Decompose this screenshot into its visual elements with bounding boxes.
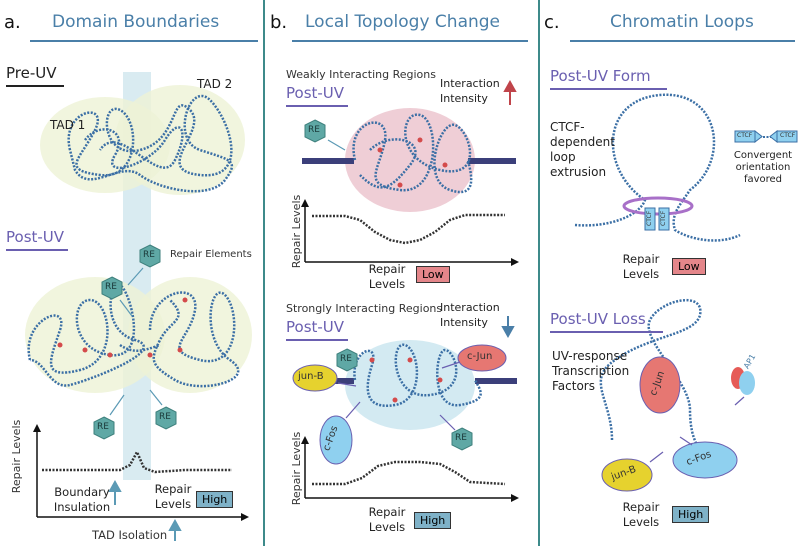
low-badge-c: Low — [672, 258, 706, 275]
cfos-label-b: c-Fos — [321, 424, 341, 453]
weak-chromatin — [352, 113, 473, 194]
strong-regions-label: Strongly Interacting Regions — [286, 302, 443, 315]
repair-curve-b2 — [312, 460, 506, 486]
tad2-halo — [115, 85, 245, 195]
post-uv-underline-a — [6, 249, 68, 251]
dna-bar-left-1 — [302, 158, 354, 164]
repair-curve-a — [42, 449, 232, 474]
ctcf-arrow-label-2: CTCF — [780, 132, 796, 139]
panel-a-title-underline — [30, 40, 258, 42]
damage-marks-b2 — [369, 357, 443, 403]
post-uv-label-a: Post-UV — [6, 228, 65, 246]
post-uv-form-underline — [550, 88, 667, 90]
post-uv-loss-underline — [550, 331, 663, 333]
pre-uv-underline — [6, 85, 64, 87]
ctcf-text: CTCF-dependent loop extrusion — [550, 120, 615, 179]
strong-halo — [345, 340, 475, 430]
post-uv-underline-b2 — [286, 339, 348, 341]
y-axis-label-b1: Repair Levels — [290, 194, 304, 269]
repair-curve-b1 — [312, 213, 505, 245]
intensity-label-b1: Interaction Intensity — [440, 77, 500, 105]
panel-b-title-underline — [292, 40, 528, 42]
dna-bar-right-2 — [475, 378, 517, 384]
post-uv-form-label: Post-UV Form — [550, 67, 651, 85]
re-label-a2: RE — [105, 282, 117, 292]
tad2-label: TAD 2 — [197, 77, 233, 91]
panel-c-title-underline — [570, 40, 795, 42]
tad1-label: TAD 1 — [50, 118, 86, 132]
repair-levels-label-c2: Repair Levels — [622, 500, 660, 529]
ctcf-label-1: CTCF — [646, 210, 653, 226]
repair-levels-label-a: Repair Levels — [154, 482, 192, 511]
y-axis-label-a: Repair Levels — [10, 419, 24, 494]
high-badge-b: High — [414, 512, 452, 529]
junb-label-c: jun-B — [609, 463, 638, 484]
boundary-insulation-label: Boundary Insulation — [53, 485, 111, 514]
high-badge-c: High — [672, 506, 710, 523]
re-label-a1: RE — [143, 250, 155, 260]
intensity-label-b2: Interaction Intensity — [440, 301, 500, 329]
tad-isolation-up-arrow — [168, 518, 182, 541]
repair-levels-label-b1: Repair Levels — [368, 262, 406, 291]
re-arrows-a — [109, 267, 163, 416]
strong-chromatin — [353, 343, 482, 408]
post-uv-loss-label: Post-UV Loss — [550, 310, 646, 328]
repair-elements-label: Repair Elements — [170, 249, 252, 260]
weak-halo — [345, 108, 475, 212]
re-label-a4: RE — [159, 412, 171, 422]
post-uv-label-b1: Post-UV — [286, 84, 345, 102]
panel-a-title: Domain Boundaries — [52, 12, 220, 32]
y-axis-label-b2: Repair Levels — [290, 431, 304, 506]
re-label-b3: RE — [455, 433, 467, 443]
re-label-b2: RE — [340, 354, 352, 364]
low-badge-b: Low — [416, 266, 450, 283]
boundary-up-arrow — [108, 479, 122, 505]
post-uv-linker — [119, 343, 161, 352]
cfos-label-c: c-Fos — [684, 448, 713, 469]
intensity-up-arrow — [503, 79, 517, 105]
ap1-blue — [739, 371, 755, 395]
panel-divider-bc — [538, 0, 540, 546]
ap1-red — [731, 367, 745, 389]
panel-b-letter: b. — [270, 12, 288, 33]
panel-divider-ab — [263, 0, 265, 546]
cjun-label-b: c-Jun — [467, 351, 493, 362]
ctcf-arrow-label-1: CTCF — [737, 132, 753, 139]
ap1-label: AP1 — [741, 352, 758, 371]
uv-tf-text: UV-response Transcription Factors — [552, 349, 630, 393]
post-uv-chromatin-1 — [27, 283, 145, 387]
ctcf-label-2: CTCF — [660, 210, 667, 226]
pre-uv-label: Pre-UV — [6, 64, 57, 82]
junb-label-b: jun-B — [298, 371, 324, 382]
post-uv-label-b2: Post-UV — [286, 318, 345, 336]
re-label-a3: RE — [97, 422, 109, 432]
repair-levels-label-c1: Repair Levels — [622, 252, 660, 281]
post-uv-underline-b1 — [286, 105, 348, 107]
high-badge-a: High — [196, 491, 234, 508]
panel-c-letter: c. — [544, 12, 560, 33]
panel-a-graphics — [25, 72, 252, 541]
re-hexagons-a — [93, 244, 177, 440]
damage-marks-a — [57, 297, 188, 358]
intensity-down-arrow — [501, 316, 515, 339]
dna-bar-right-1 — [468, 158, 516, 164]
weak-regions-label: Weakly Interacting Regions — [286, 68, 436, 81]
tad-isolation-label: TAD Isolation — [92, 528, 168, 542]
damage-marks-b1 — [377, 137, 448, 188]
panel-a-letter: a. — [4, 12, 21, 33]
re-label-b1: RE — [308, 125, 320, 135]
panel-b-title: Local Topology Change — [305, 12, 501, 32]
cohesin-ring — [622, 196, 694, 216]
convergent-label: Convergent orientation favored — [733, 150, 793, 185]
repair-levels-label-b2: Repair Levels — [368, 505, 406, 534]
panel-c-title: Chromatin Loops — [610, 12, 754, 32]
post-uv-chromatin-2 — [148, 291, 240, 388]
pre-uv-chromatin-2 — [84, 126, 184, 170]
pre-uv-chromatin — [67, 94, 234, 193]
cjun-label-c: c-Jun — [648, 369, 668, 398]
